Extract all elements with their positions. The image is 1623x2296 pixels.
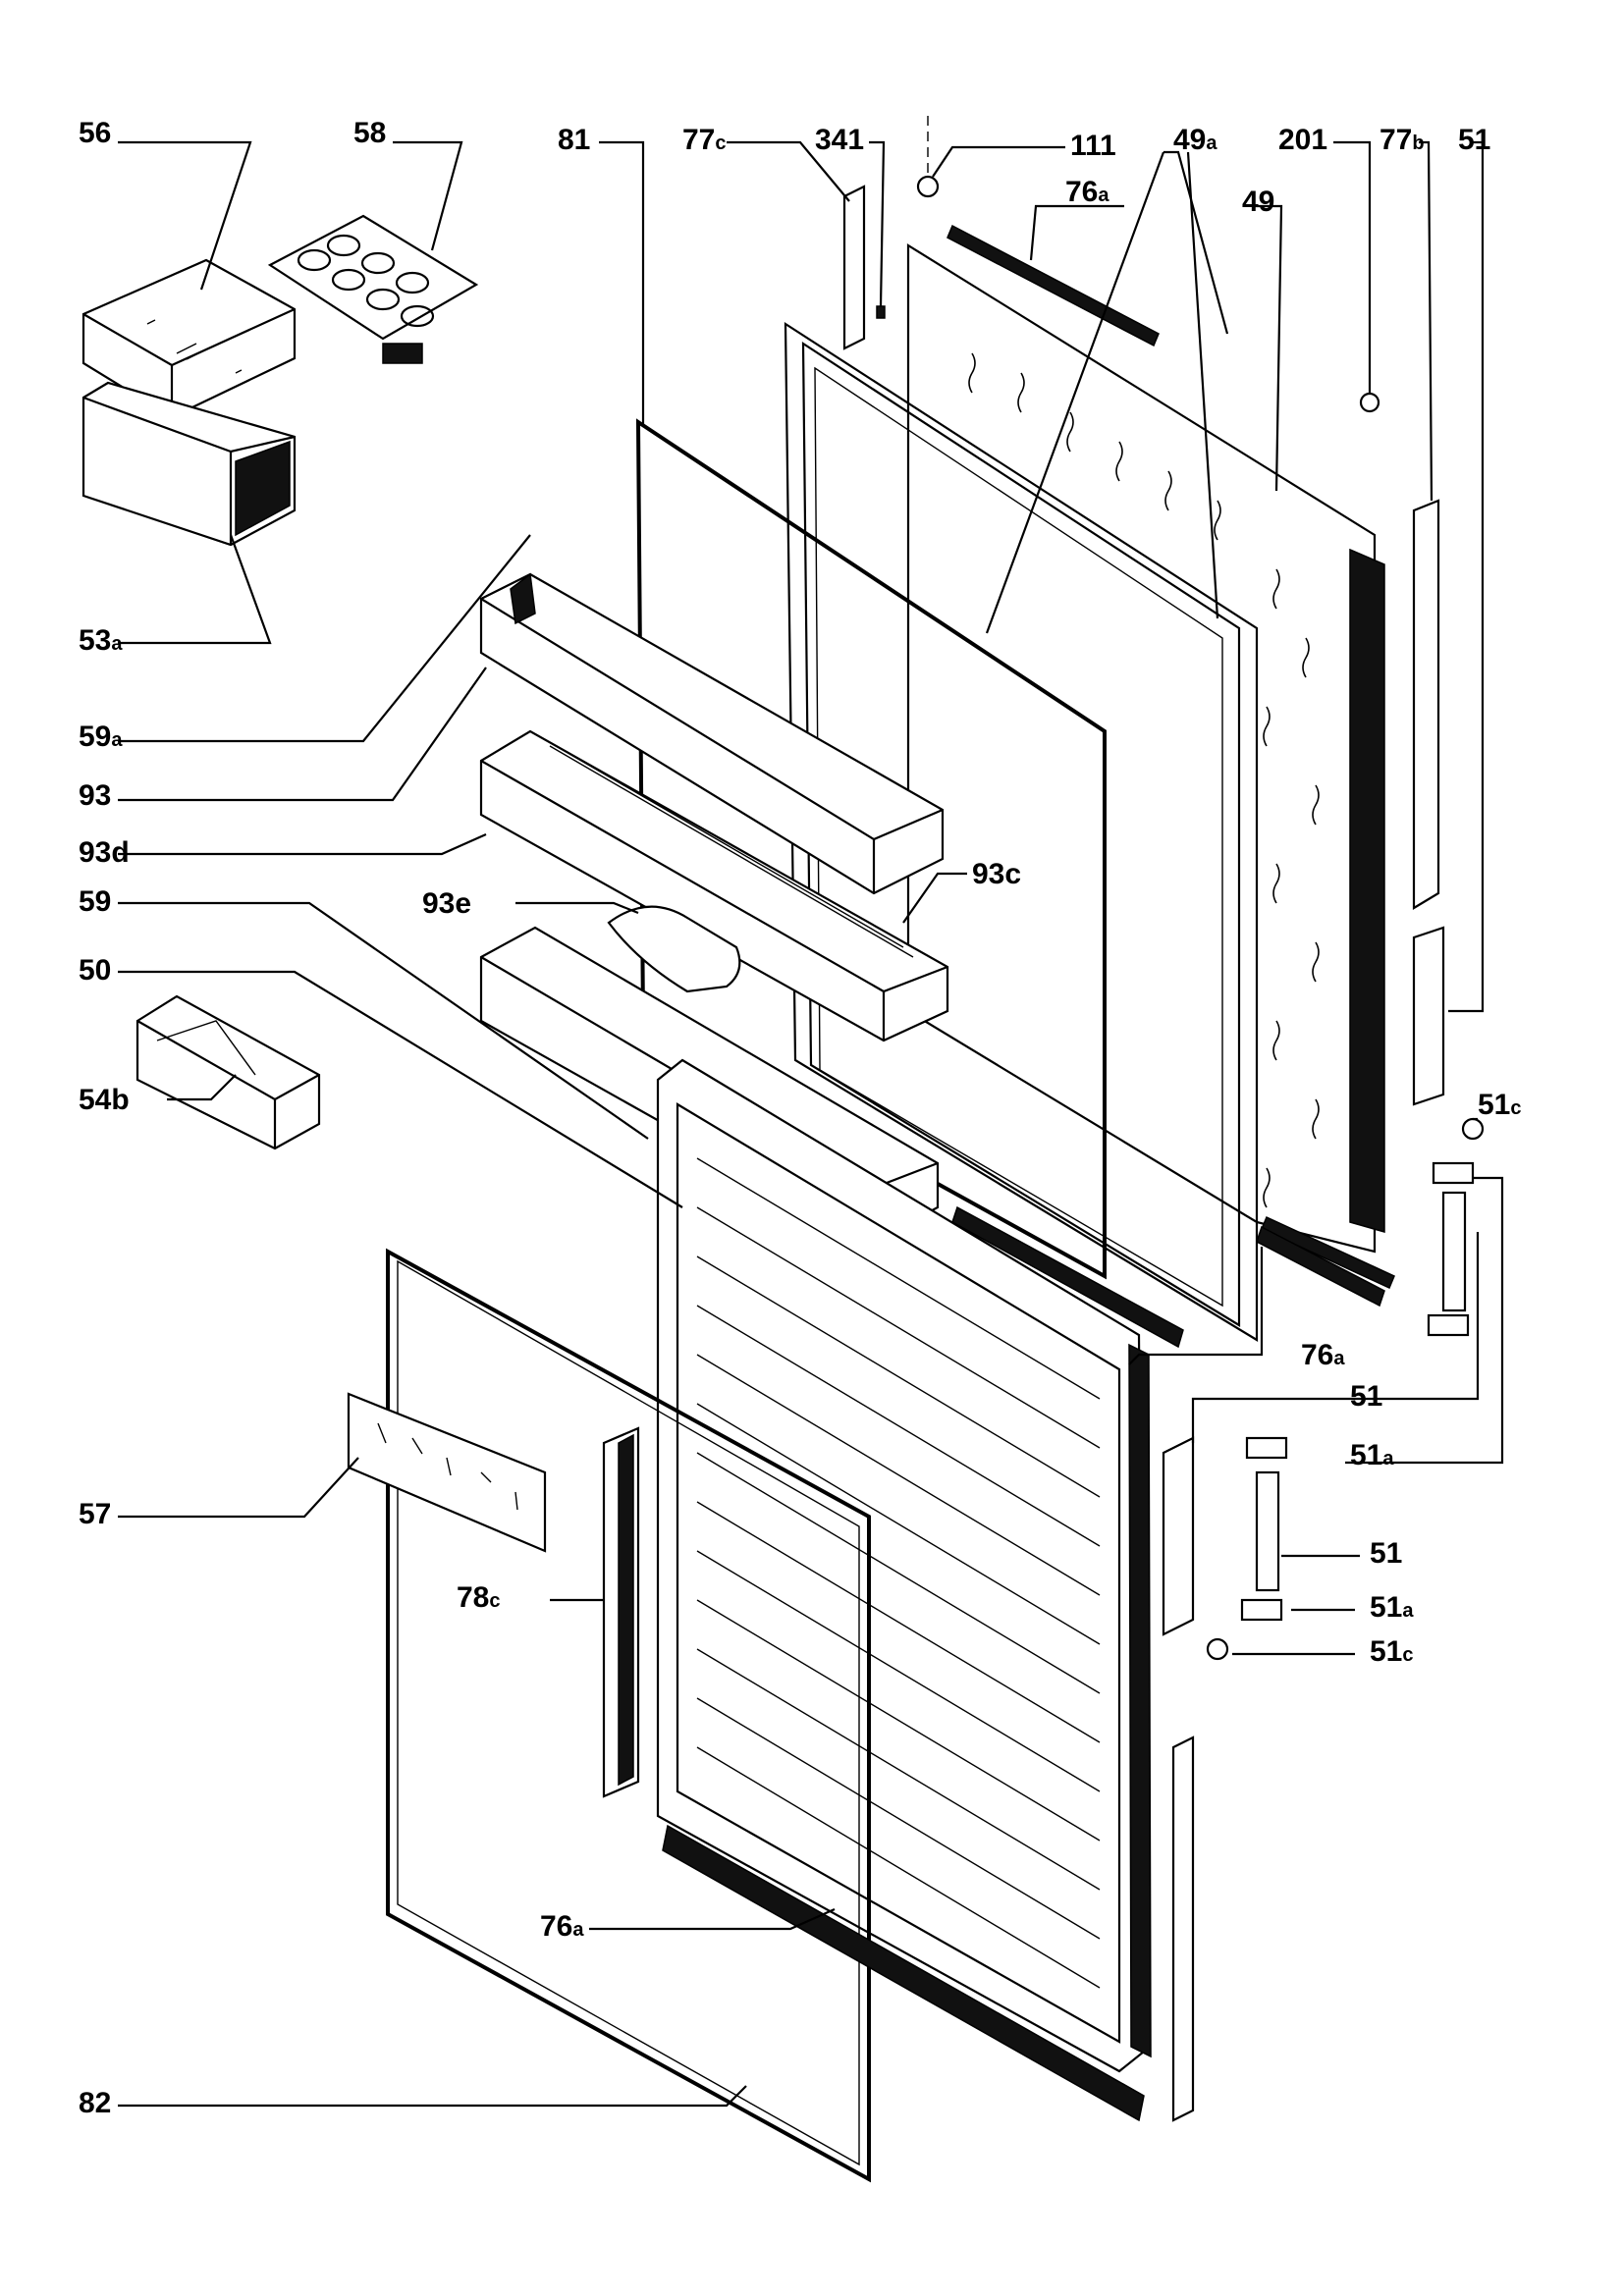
part-76a-bottom-strip — [662, 1205, 1385, 2122]
label-59: 59 — [79, 885, 111, 918]
part-49-back-panel — [906, 224, 1395, 1290]
label-49a: 49a — [1173, 124, 1217, 156]
label-93e: 93e — [422, 887, 471, 920]
label-77b: 77b — [1380, 124, 1425, 156]
part-54b-butter-box — [135, 994, 321, 1150]
label-49: 49 — [1242, 186, 1274, 218]
leader-lines — [118, 140, 1504, 2108]
part-58-egg-tray — [267, 214, 479, 364]
part-78c-trim — [602, 1426, 640, 1798]
label-51c-low: 51c — [1370, 1635, 1414, 1668]
label-51a-low: 51a — [1370, 1591, 1414, 1624]
label-82: 82 — [79, 2087, 111, 2119]
part-93d-door-shelf — [479, 729, 949, 1042]
part-82-door-gasket — [386, 1248, 871, 2183]
label-50: 50 — [79, 954, 111, 987]
label-111: 111 — [1070, 130, 1116, 162]
part-93e-bottle-holder — [607, 905, 741, 993]
label-51-mid: 51 — [1350, 1380, 1382, 1413]
part-labels: 56 58 81 77c 341 111 49a 201 77b 51 76a … — [79, 117, 1522, 2119]
part-93-door-shelf — [479, 572, 945, 895]
part-51-hinge-upper — [1412, 926, 1485, 1337]
label-57: 57 — [79, 1498, 111, 1530]
part-51-hinge-lower — [1162, 1436, 1288, 1661]
label-51-top: 51 — [1458, 124, 1490, 156]
part-201-plug — [1359, 392, 1380, 413]
label-78c: 78c — [457, 1581, 501, 1614]
label-51c-top: 51c — [1478, 1089, 1522, 1121]
label-77c: 77c — [682, 124, 727, 156]
label-51a-mid: 51a — [1350, 1439, 1394, 1471]
label-341: 341 — [815, 124, 864, 156]
label-56: 56 — [79, 117, 111, 149]
label-59a: 59a — [79, 721, 123, 753]
part-57-label-plate — [347, 1392, 547, 1553]
part-77b-trim — [1412, 499, 1440, 910]
label-93d: 93d — [79, 836, 130, 869]
label-58: 58 — [353, 117, 386, 149]
label-76a-mid: 76a — [1301, 1339, 1345, 1371]
label-53a: 53a — [79, 624, 123, 657]
part-77c-trim — [842, 185, 866, 350]
label-81: 81 — [558, 124, 590, 156]
part-lower-right-trim — [1171, 1735, 1195, 2122]
label-201: 201 — [1278, 124, 1327, 156]
part-111-screw — [916, 175, 940, 198]
label-54b: 54b — [79, 1084, 130, 1116]
label-93: 93 — [79, 779, 111, 812]
part-341-screw — [876, 305, 886, 319]
label-76a-top: 76a — [1065, 176, 1109, 208]
label-93c: 93c — [972, 858, 1021, 890]
label-51-low: 51 — [1370, 1537, 1402, 1570]
part-53a-box — [81, 381, 297, 547]
part-50-door-panel — [656, 1058, 1152, 2073]
label-76a-low: 76a — [540, 1910, 584, 1943]
